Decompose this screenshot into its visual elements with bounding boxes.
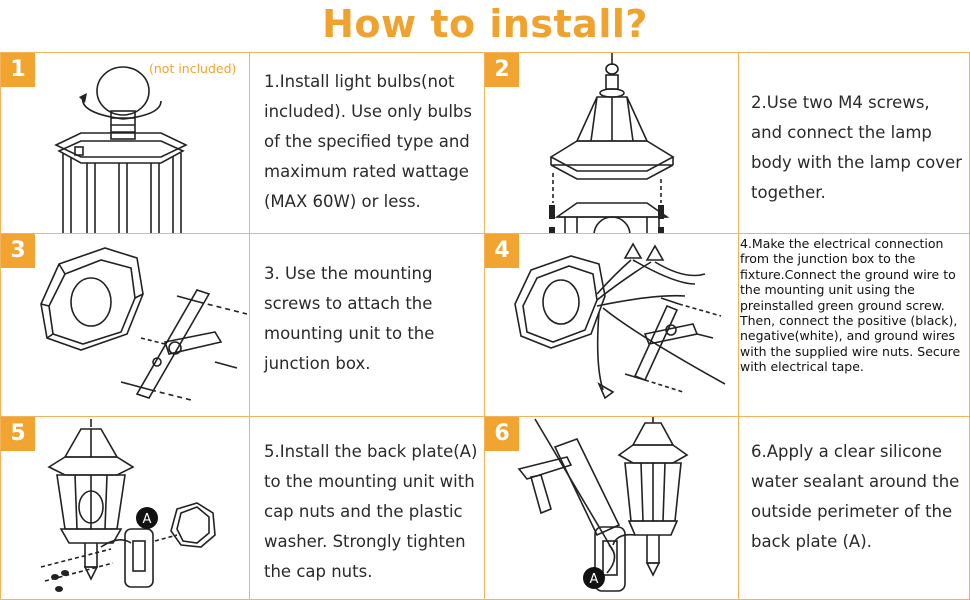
step-4-text: 4.Make the electrical connection from th… — [740, 236, 961, 375]
step-3-image-cell: 3 — [0, 233, 250, 417]
step-2-text-cell: 2.Use two M4 screws, and connect the lam… — [738, 52, 970, 234]
step-number-2: 2 — [485, 53, 519, 87]
step-2-image-cell: 2 — [484, 52, 739, 234]
step-number-3: 3 — [1, 234, 35, 268]
step-number-1: 1 — [1, 53, 35, 87]
back-plate-label-a-step6: A — [590, 572, 599, 587]
sealant-application-illustration: A — [517, 417, 689, 592]
junction-box-mounting-illustration — [40, 247, 248, 401]
step-6-image-cell: 6 A — [484, 416, 739, 600]
step-number-4: 4 — [485, 234, 519, 268]
wiring-illustration — [514, 242, 726, 400]
back-plate-label-a: A — [143, 512, 152, 527]
bulb-install-illustration — [54, 66, 188, 233]
step-5-image-cell: 5 A — [0, 416, 250, 600]
step-5-text-cell: 5.Install the back plate(A) to the mount… — [249, 416, 485, 600]
step-5-text: 5.Install the back plate(A) to the mount… — [264, 442, 478, 581]
not-included-note: (not included) — [149, 61, 237, 76]
step-3-text-cell: 3. Use the mounting screws to attach the… — [249, 233, 485, 417]
page-title: How to install? — [322, 2, 648, 46]
step-6-text: 6.Apply a clear silicone water sealant a… — [751, 442, 960, 551]
step-3-text: 3. Use the mounting screws to attach the… — [264, 264, 435, 373]
step-1-image-cell: 1 (not included) — [0, 52, 250, 234]
step-number-6: 6 — [485, 417, 519, 451]
step-1-text-cell: 1.Install light bulbs(not included). Use… — [249, 52, 485, 234]
step-4-image-cell: 4 — [484, 233, 739, 417]
step-4-text-cell: 4.Make the electrical connection from th… — [738, 233, 970, 417]
step-number-5: 5 — [1, 417, 35, 451]
lamp-cover-illustration — [549, 53, 675, 233]
back-plate-illustration: A — [40, 419, 216, 592]
step-2-text: 2.Use two M4 screws, and connect the lam… — [751, 93, 962, 202]
step-6-text-cell: 6.Apply a clear silicone water sealant a… — [738, 416, 970, 600]
step-1-text: 1.Install light bulbs(not included). Use… — [264, 72, 472, 211]
